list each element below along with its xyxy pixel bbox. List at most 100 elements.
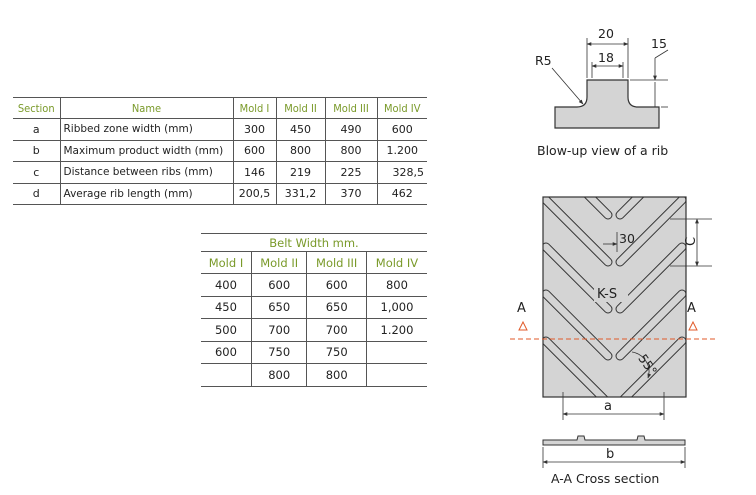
cell-mold-2: 750 — [251, 341, 308, 364]
dim-18-label: 18 — [598, 50, 614, 65]
dim-30-lines — [603, 232, 618, 252]
dim-30-label: 30 — [619, 231, 635, 246]
rib-caption: Blow-up view of a rib — [537, 143, 668, 158]
cell-mold-3: 600 — [306, 273, 367, 297]
cell-mold-1: 600 — [201, 341, 252, 364]
header-name: Name — [60, 97, 234, 119]
chevron-rib — [543, 289, 613, 361]
cell-mold-1: 500 — [201, 318, 252, 342]
chevron-rib — [543, 197, 613, 267]
dim-c-label: C — [684, 237, 699, 246]
dim-a-lines — [562, 392, 665, 420]
cell-mold-4 — [366, 341, 427, 364]
cell-mold-3: 370 — [325, 183, 378, 205]
header-mold-4: Mold IV — [384, 101, 421, 115]
dim-b-lines — [542, 447, 686, 468]
header-mold-2: Mold II — [276, 97, 326, 119]
cell-mold-3: 750 — [306, 341, 367, 364]
header-mold-1: Mold I — [233, 97, 277, 119]
cell-mold-1: 600 — [233, 140, 277, 162]
cell-mold-1: 450 — [201, 296, 252, 319]
cell-mold-2: 219 — [276, 161, 326, 183]
section-arrow-right — [688, 320, 698, 331]
chevron-rib — [615, 197, 686, 267]
dim-20-label: 20 — [598, 26, 614, 41]
cell-mold-4: 800 — [366, 273, 427, 297]
cell-section: d — [13, 183, 61, 205]
cell-mold-1: 400 — [201, 273, 252, 297]
angle-arc — [631, 351, 652, 379]
rib-dimensions — [551, 38, 669, 108]
belt-width-title: Belt Width mm. — [201, 233, 427, 252]
ks-label: K-S — [597, 287, 617, 302]
cell-mold-4: 328,5 — [392, 165, 425, 179]
dim-b-label: b — [606, 447, 614, 462]
cell-name: Average rib length (mm) — [60, 183, 234, 205]
table-row: 400 600 600 800 — [201, 273, 427, 297]
belt-width-table: Belt Width mm. Mold I Mold II Mold III M… — [201, 233, 427, 387]
dim-r5-label: R5 — [535, 53, 552, 68]
header-section: Section — [13, 97, 61, 119]
table-row: 800 800 — [201, 363, 427, 387]
cell-mold-2: 600 — [251, 273, 308, 297]
cell-name: Maximum product width (mm) — [60, 140, 234, 162]
cell-mold-2: 650 — [251, 296, 308, 319]
chevron-rib — [615, 197, 686, 220]
chevron-rib — [543, 242, 613, 314]
cell-mold-2: 800 — [276, 140, 326, 162]
rib-profile — [554, 79, 660, 129]
section-caption: A-A Cross section — [551, 471, 659, 486]
chevron-ribs — [543, 197, 686, 397]
table-row: a Ribbed zone width (mm) 300 450 490 600 — [13, 118, 427, 140]
cell-mold-1: 300 — [233, 118, 277, 140]
table-row: 450 650 650 1,000 — [201, 296, 427, 319]
cell-section: a — [13, 118, 61, 140]
cell-mold-4: 1.200 — [386, 144, 419, 158]
table-header-row: Mold I Mold II Mold III Mold IV — [201, 251, 427, 274]
cell-mold-2: 800 — [251, 363, 308, 387]
cell-mold-4: 600 — [391, 122, 413, 136]
chevron-rib — [615, 242, 686, 314]
cell-mold-2: 700 — [251, 318, 308, 342]
header-mold-3: Mold III — [306, 251, 367, 274]
table-title-row: Belt Width mm. — [201, 233, 427, 252]
chevron-rib — [615, 289, 686, 361]
cell-name: Ribbed zone width (mm) — [60, 118, 234, 140]
cell-mold-1 — [201, 363, 252, 387]
belt-technical-drawing: 20 18 15 R5 Blow-up view of a rib K-S 30… — [510, 26, 715, 486]
cell-mold-3: 700 — [306, 318, 367, 342]
cell-mold-3: 800 — [306, 363, 367, 387]
table-row: 600 750 750 — [201, 341, 427, 364]
section-label-right: A — [687, 301, 696, 316]
chevron-rib — [543, 336, 613, 397]
cell-name: Distance between ribs (mm) — [60, 161, 234, 183]
cell-mold-2: 331,2 — [276, 183, 326, 205]
section-label-left: A — [517, 301, 526, 316]
dim-c-lines — [670, 218, 712, 267]
cell-mold-4: 1.200 — [366, 318, 427, 342]
cell-mold-4: 1,000 — [366, 296, 427, 319]
cell-section: c — [13, 161, 61, 183]
dim-15-label: 15 — [651, 36, 667, 51]
header-mold-2: Mold II — [251, 251, 308, 274]
table-header-row: Section Name Mold I Mold II Mold III Mol… — [13, 97, 427, 119]
ks-label-bg — [594, 284, 628, 302]
table-row: b Maximum product width (mm) 600 800 800… — [13, 140, 427, 162]
table-row: c Distance between ribs (mm) 146 219 225… — [13, 161, 427, 183]
table-row: d Average rib length (mm) 200,5 331,2 37… — [13, 183, 427, 205]
cell-mold-3: 490 — [325, 118, 378, 140]
cell-mold-4 — [366, 363, 427, 387]
header-mold-1: Mold I — [201, 251, 252, 274]
cell-mold-3: 650 — [306, 296, 367, 319]
chevron-rib — [615, 336, 686, 397]
section-arrow-left — [518, 320, 528, 331]
mold-dimensions-table: Section Name Mold I Mold II Mold III Mol… — [13, 97, 427, 205]
cell-mold-3: 800 — [325, 140, 378, 162]
cell-mold-2: 450 — [276, 118, 326, 140]
cell-mold-3: 225 — [325, 161, 378, 183]
cell-mold-4: 462 — [391, 187, 413, 201]
header-mold-4: Mold IV — [366, 251, 427, 274]
dim-a-label: a — [604, 399, 612, 414]
header-mold-3: Mold III — [325, 97, 378, 119]
cell-mold-1: 200,5 — [233, 183, 277, 205]
